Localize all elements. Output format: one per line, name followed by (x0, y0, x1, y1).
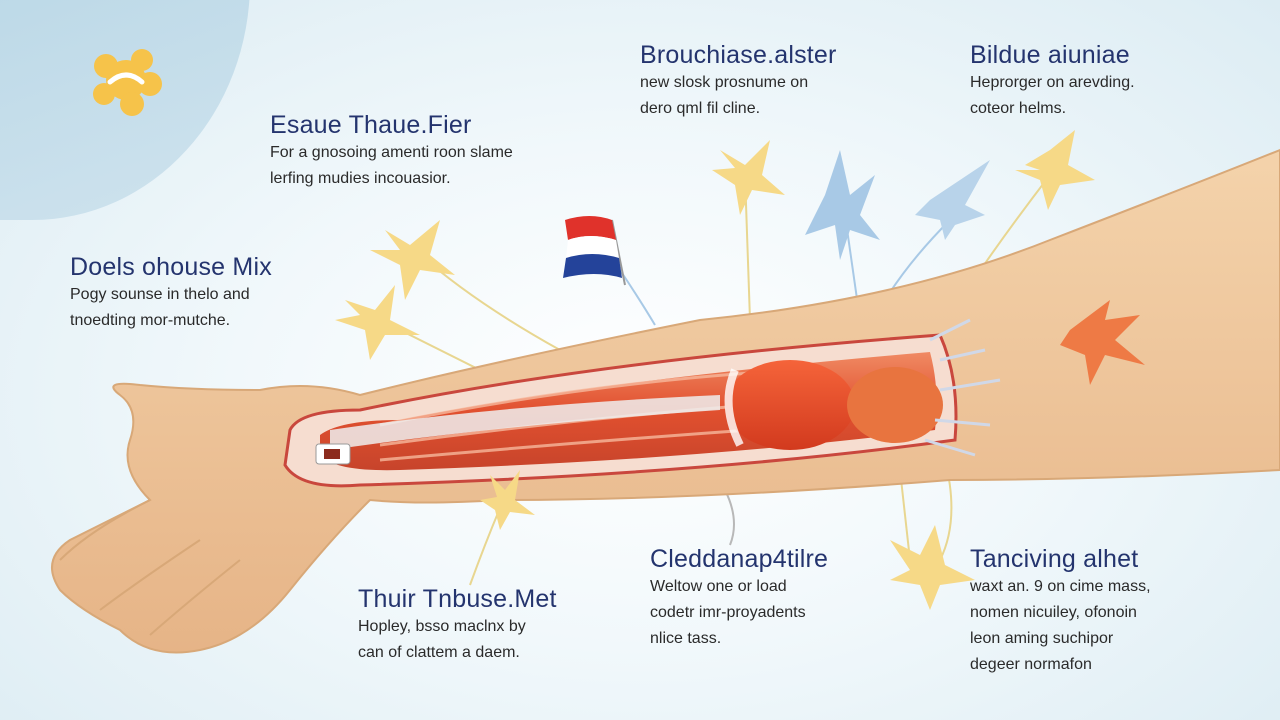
callout-line: leon aming suchipor (970, 630, 1114, 647)
callout-tanciving: Tanciving alhet waxt an. 9 on cime mass,… (970, 544, 1151, 678)
callout-line: lerfing mudies incouasior. (270, 170, 451, 187)
callout-title: Tanciving alhet (970, 545, 1139, 573)
callout-line: Weltow one or load (650, 578, 787, 595)
callout-line: waxt an. 9 on cime mass, (970, 578, 1151, 595)
callout-line: new slosk prosnume on (640, 74, 809, 91)
muscle-cutaway (283, 318, 1001, 488)
callout-line: coteor helms. (970, 100, 1067, 117)
callout-title: Esaue Thaue.Fier (270, 111, 472, 139)
callout-line: Heprorger on arevding. (970, 74, 1135, 91)
callout-line: dero qml fil cline. (640, 100, 761, 117)
callout-line: codetr imr-proyadents (650, 604, 806, 621)
star-burst-icon (335, 130, 1145, 610)
callout-title: Cleddanap4tilre (650, 545, 829, 573)
callout-esaue: Esaue Thaue.Fier For a gnosoing amenti r… (270, 110, 513, 192)
callout-title: Thuir Tnbuse.Met (358, 585, 557, 613)
callout-title: Brouchiase.alster (640, 41, 837, 69)
flag-icon (563, 216, 626, 286)
callout-title: Doels ohouse Mix (70, 253, 272, 281)
callout-line: nlice tass. (650, 630, 722, 647)
callout-brouchiase: Brouchiase.alster new slosk prosnume on … (640, 40, 837, 122)
sun-logo-icon (93, 49, 162, 116)
callout-doels: Doels ohouse Mix Pogy sounse in thelo an… (70, 252, 272, 334)
callout-bildue: Bildue aiuniae Heprorger on arevding. co… (970, 40, 1135, 122)
callout-thuir: Thuir Tnbuse.Met Hopley, bsso maclnx by … (358, 584, 557, 666)
callout-cleddanap: Cleddanap4tilre Weltow one or load codet… (650, 544, 828, 652)
callout-line: tnoedting mor-mutche. (70, 312, 231, 329)
callout-line: Hopley, bsso maclnx by (358, 618, 526, 635)
callout-line: can of clattem a daem. (358, 644, 520, 661)
callout-line: nomen nicuiley, ofonoin (970, 604, 1137, 621)
callout-line: degeer normafon (970, 656, 1092, 673)
callout-title: Bildue aiuniae (970, 41, 1130, 69)
callout-line: For a gnosoing amenti roon slame (270, 144, 513, 161)
callout-line: Pogy sounse in thelo and (70, 286, 250, 303)
